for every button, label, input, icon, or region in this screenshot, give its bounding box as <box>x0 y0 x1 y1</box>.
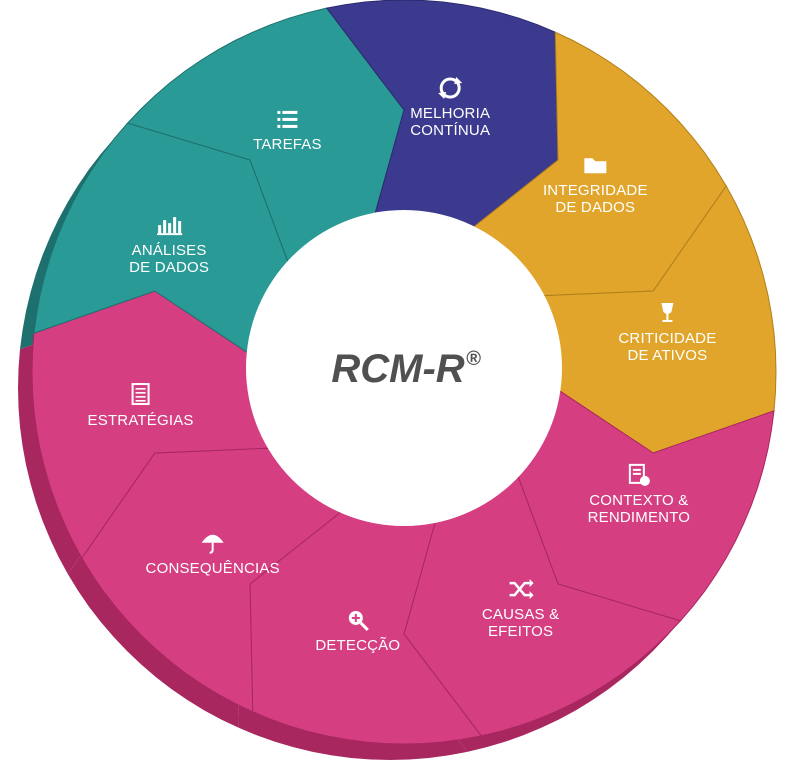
segment-causas-label-group: CAUSAS &EFEITOS <box>482 579 559 640</box>
wine-glass-icon <box>661 302 674 322</box>
refresh-icon <box>438 77 463 100</box>
segment-consequencias-label-line: CONSEQUÊNCIAS <box>146 560 280 577</box>
umbrella-icon <box>201 534 224 554</box>
segment-causas-label-line: CAUSAS & <box>482 606 559 623</box>
segment-deteccao-label-line: DETECÇÃO <box>315 637 400 654</box>
segment-criticidade-label-line: DE ATIVOS <box>627 347 707 364</box>
shuffle-icon <box>509 579 534 600</box>
segment-consequencias-label-group: CONSEQUÊNCIAS <box>146 534 280 577</box>
folder-icon <box>584 158 607 174</box>
bar-chart-icon <box>157 217 183 236</box>
segment-estrategias-label-line: ESTRATÉGIAS <box>88 412 194 429</box>
segment-integridade-label-line: INTEGRIDADE <box>543 182 648 199</box>
clipboard-check-icon <box>628 463 650 486</box>
segment-contexto-label-line: RENDIMENTO <box>588 509 691 526</box>
document-icon <box>131 383 150 406</box>
segment-criticidade-label-line: CRITICIDADE <box>618 330 716 347</box>
segment-tarefas-label-group: TAREFAS <box>253 110 322 153</box>
segment-melhoria-label-line: MELHORIA <box>410 105 490 122</box>
segment-estrategias-label-group: ESTRATÉGIAS <box>88 383 194 429</box>
segment-integridade-label-line: DE DADOS <box>555 199 635 216</box>
segment-melhoria-label-line: CONTÍNUA <box>410 122 490 139</box>
segment-analises-label-line: DE DADOS <box>129 259 209 276</box>
segment-deteccao-label-group: DETECÇÃO <box>315 610 400 654</box>
center-title: RCM-R <box>331 347 464 391</box>
segment-analises-label-line: ANÁLISES <box>132 242 207 259</box>
segment-causas-label-line: EFEITOS <box>488 623 553 640</box>
zoom-in-icon <box>348 610 369 632</box>
segment-contexto-label-group: CONTEXTO &RENDIMENTO <box>588 463 691 526</box>
registered-mark: ® <box>466 348 481 370</box>
segment-tarefas-label-line: TAREFAS <box>253 136 322 153</box>
segment-contexto-label-line: CONTEXTO & <box>589 492 688 509</box>
center-hole <box>246 210 562 526</box>
task-list-icon <box>277 110 298 128</box>
